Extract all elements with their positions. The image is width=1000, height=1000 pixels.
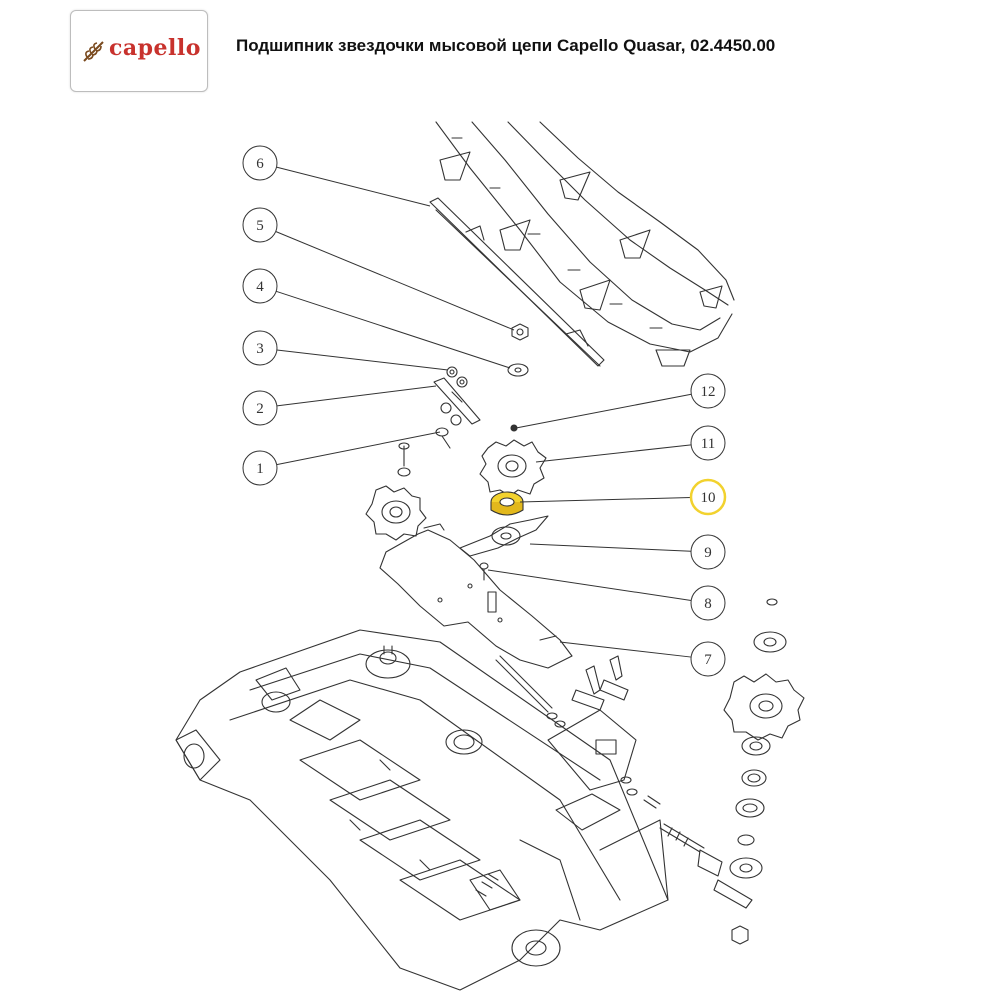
callout-6: 6: [242, 145, 431, 207]
part-11-sprocket: [479, 439, 547, 497]
callout-number: 6: [256, 156, 264, 172]
part-1-bolt: [435, 427, 451, 449]
page-title: Подшипник звездочки мысовой цепи Capello…: [236, 36, 776, 55]
callout-circle: [242, 330, 278, 366]
callout-9: 9: [529, 534, 726, 570]
callout-11: 11: [535, 425, 726, 463]
callout-3: 3: [242, 330, 449, 371]
callout-leader-line: [276, 349, 449, 371]
callout-7: 7: [559, 641, 726, 677]
callout-4: 4: [242, 268, 511, 369]
part-10-bearing: [490, 491, 524, 516]
callout-leader-line: [515, 393, 692, 429]
callout-number: 11: [701, 436, 715, 452]
left-sprocket: [365, 442, 427, 541]
callout-number: 9: [704, 545, 712, 561]
callout-12: 12: [515, 373, 726, 429]
callout-number: 12: [701, 384, 716, 400]
callout-number: 1: [256, 461, 264, 477]
callout-circle: [242, 450, 278, 486]
callout-circle: [242, 207, 278, 243]
gathering-chain: [435, 121, 735, 367]
logo-mark: capello: [81, 31, 200, 71]
callout-leader-line: [275, 290, 511, 369]
callout-circle: [690, 641, 726, 677]
part-6-guide-rail: [429, 197, 605, 367]
callout-number: 7: [704, 652, 712, 668]
callout-10: 10: [519, 478, 727, 516]
callout-circle: [242, 145, 278, 181]
callout-leader-line: [487, 569, 692, 601]
callout-1: 1: [242, 431, 441, 486]
callout-circle: [689, 478, 727, 516]
callout-leader-line: [275, 231, 515, 331]
callout-5: 5: [242, 207, 515, 331]
callout-leader-line: [529, 543, 692, 552]
callout-number: 3: [256, 341, 264, 357]
callout-leader-line: [535, 444, 692, 463]
part-3-nuts: [446, 366, 468, 388]
callout-leader-line: [276, 166, 431, 207]
callout-leader-line: [559, 641, 692, 658]
callout-circle: [690, 585, 726, 621]
callout-circle: [690, 425, 726, 461]
callout-number: 5: [256, 218, 264, 234]
logo-text: capello: [109, 35, 201, 61]
part-2-bracket: [433, 377, 481, 426]
callout-8: 8: [487, 569, 726, 621]
wheat-icon: [83, 41, 104, 62]
callout-leader-line: [276, 431, 441, 466]
callout-circle: [690, 373, 726, 409]
callout-number: 8: [704, 596, 712, 612]
callout-leader-line: [276, 385, 437, 407]
main-frame-assembly: [175, 629, 669, 991]
callout-2: 2: [242, 385, 437, 426]
callout-circle: [242, 268, 278, 304]
callout-circle: [242, 390, 278, 426]
callout-layer: 6 5 4 3 2 1 12 11 10 9 8 7: [242, 145, 727, 677]
callout-number: 10: [701, 490, 716, 506]
part-4-washer: [507, 363, 529, 377]
part-7-mounting-plate: [379, 523, 573, 669]
middle-hardware: [495, 655, 753, 909]
right-parts-column: [723, 598, 805, 945]
part-9-plate: [459, 515, 549, 557]
callout-leader-line: [519, 496, 692, 503]
part-5-nut: [511, 323, 529, 341]
brand-logo: capello: [70, 10, 208, 92]
callout-number: 2: [256, 401, 264, 417]
callout-circle: [690, 534, 726, 570]
callout-number: 4: [256, 279, 264, 295]
